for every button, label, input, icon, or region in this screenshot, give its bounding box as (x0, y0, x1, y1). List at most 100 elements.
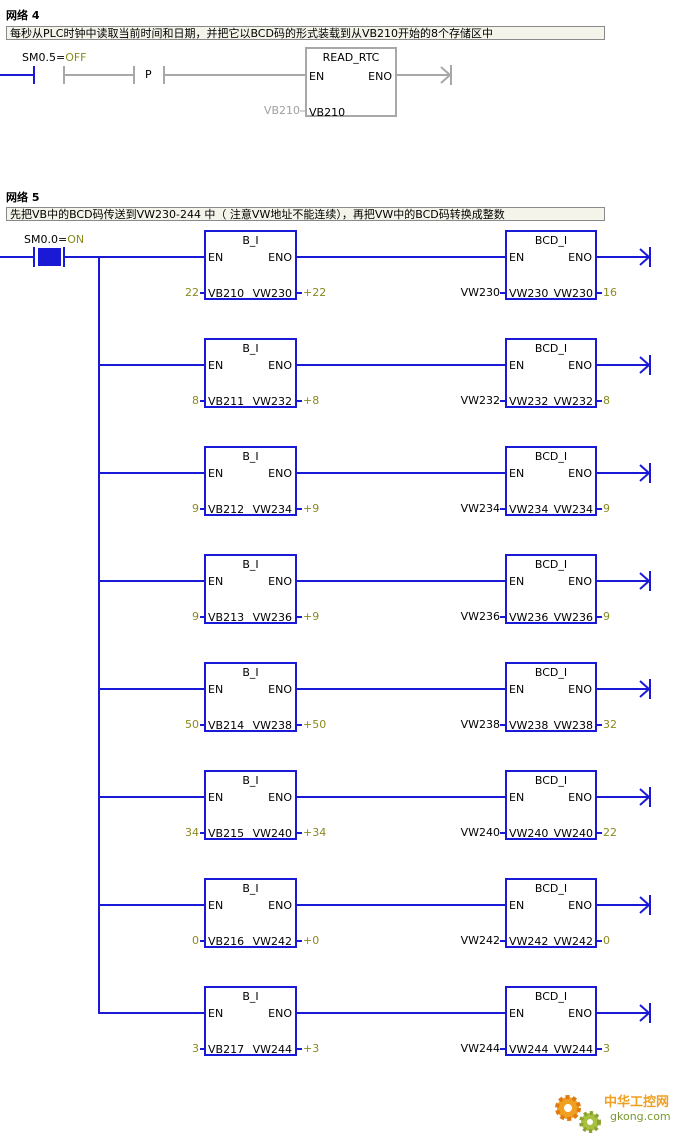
bcd-i-eno: ENO (568, 359, 592, 372)
bcd-i-en: EN (509, 575, 525, 588)
bcd-i-en: EN (509, 359, 525, 372)
b-i-out-value: +50 (303, 718, 327, 731)
bcd-i-en: EN (509, 683, 525, 696)
bcd-i-out-value: 32 (603, 718, 617, 731)
b-i-out-pin: VW240 (252, 827, 292, 840)
b-i-name: B_I (242, 450, 259, 463)
bcd-i-en: EN (509, 791, 525, 804)
bcd-i-in-value: VW244 (460, 1042, 500, 1055)
b-i-en: EN (208, 575, 224, 588)
bcd-i-eno: ENO (568, 791, 592, 804)
b-i-in-value: 9 (192, 502, 199, 515)
b-i-name: B_I (242, 666, 259, 679)
network-5-comment[interactable]: 先把VB中的BCD码传送到VW230-244 中（ 注意VW地址不能连续），再把… (6, 207, 605, 221)
bcd-i-in-value: VW240 (460, 826, 500, 839)
read-rtc-eno: ENO (368, 70, 392, 83)
b-i-out-pin: VW244 (252, 1043, 292, 1056)
b-i-out-value: +8 (303, 394, 320, 407)
bcd-i-out-pin: VW234 (553, 503, 593, 516)
bcd-i-in-pin: VW244 (509, 1043, 549, 1056)
b-i-in-pin: VB217 (208, 1043, 245, 1056)
b-i-in-value: 9 (192, 610, 199, 623)
network-4-contact-label: SM0.5=OFF (22, 52, 87, 64)
b-i-eno: ENO (268, 1007, 292, 1020)
bcd-i-in-pin: VW230 (509, 287, 549, 300)
bcd-i-in-value: VW242 (460, 934, 500, 947)
read-rtc-en: EN (309, 70, 325, 83)
b-i-out-value: +22 (303, 286, 327, 299)
b-i-out-pin: VW238 (252, 719, 292, 732)
bcd-i-in-value: VW238 (460, 718, 500, 731)
watermark: 中华工控网 gkong.com (548, 1086, 684, 1142)
bcd-i-en: EN (509, 899, 525, 912)
b-i-out-value: +0 (303, 934, 320, 947)
b-i-in-value: 0 (192, 934, 199, 947)
b-i-eno: ENO (268, 251, 292, 264)
bcd-i-in-pin: VW234 (509, 503, 549, 516)
b-i-eno: ENO (268, 467, 292, 480)
bcd-i-eno: ENO (568, 1007, 592, 1020)
bcd-i-out-pin: VW242 (553, 935, 593, 948)
bcd-i-in-value: VW236 (460, 610, 500, 623)
bcd-i-in-pin: VW236 (509, 611, 549, 624)
read-rtc-in-value: VB210 (263, 104, 300, 117)
bcd-i-out-value: 9 (603, 502, 610, 515)
b-i-in-pin: VB212 (208, 503, 245, 516)
bcd-i-out-pin: VW232 (553, 395, 593, 408)
b-i-in-pin: VB210 (208, 287, 245, 300)
b-i-eno: ENO (268, 899, 292, 912)
bcd-i-eno: ENO (568, 899, 592, 912)
b-i-in-value: 8 (192, 394, 199, 407)
b-i-eno: ENO (268, 575, 292, 588)
b-i-en: EN (208, 791, 224, 804)
bcd-i-name: BCD_I (534, 990, 568, 1003)
bcd-i-name: BCD_I (534, 234, 568, 247)
b-i-eno: ENO (268, 683, 292, 696)
bcd-i-out-value: 9 (603, 610, 610, 623)
network-4-title: 网络 4 (6, 9, 40, 22)
bcd-i-out-pin: VW244 (553, 1043, 593, 1056)
contact-sep: = (57, 233, 68, 246)
read-rtc-block[interactable]: READ_RTC EN ENO VB210 (305, 47, 397, 119)
bcd-i-out-pin: VW230 (553, 287, 593, 300)
bcd-i-in-pin: VW242 (509, 935, 549, 948)
b-i-name: B_I (242, 342, 259, 355)
bcd-i-in-value: VW234 (460, 502, 500, 515)
bcd-i-out-value: 3 (603, 1042, 610, 1055)
bcd-i-in-value: VW232 (460, 394, 500, 407)
b-i-in-pin: VB214 (208, 719, 245, 732)
b-i-out-value: +9 (303, 502, 320, 515)
b-i-en: EN (208, 1007, 224, 1020)
watermark-cn: 中华工控网 (604, 1095, 670, 1110)
network-4-comment[interactable]: 每秒从PLC时钟中读取当前时间和日期，并把它以BCD码的形式装载到从VB210开… (6, 26, 605, 40)
bcd-i-name: BCD_I (534, 558, 568, 571)
watermark-url: gkong.com (610, 1110, 671, 1123)
network-5-contact-label: SM0.0=ON (24, 234, 84, 246)
contact-address: SM0.5 (22, 51, 56, 64)
b-i-en: EN (208, 359, 224, 372)
b-i-out-value: +34 (303, 826, 327, 839)
contact-state: OFF (65, 51, 87, 64)
b-i-in-pin: VB215 (208, 827, 245, 840)
bcd-i-en: EN (509, 467, 525, 480)
b-i-name: B_I (242, 774, 259, 787)
bcd-i-eno: ENO (568, 251, 592, 264)
p-contact-label: P (145, 68, 152, 81)
